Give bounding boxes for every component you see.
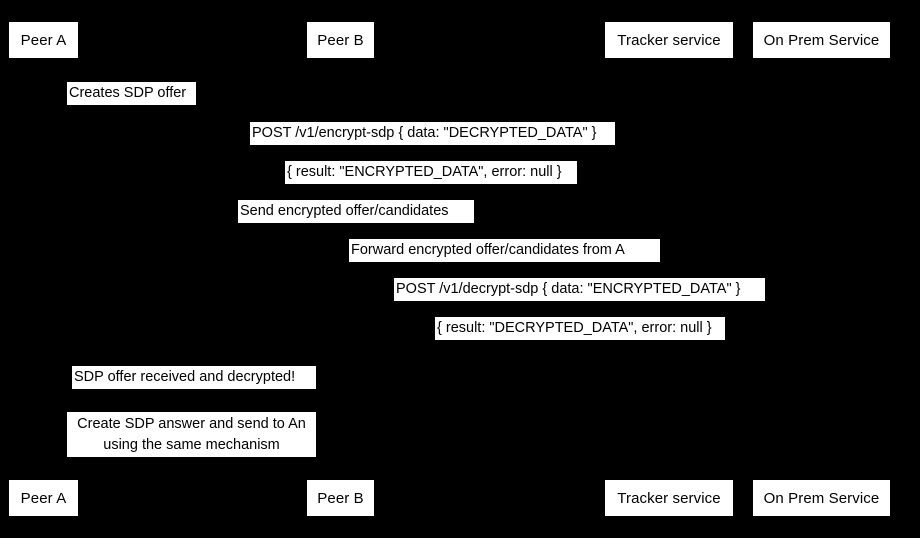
participant-box-on-prem-service-top[interactable]: On Prem Service [753, 22, 890, 58]
lifeline-on-prem-service [821, 58, 822, 480]
message-label-sdp-offer-received: SDP offer received and decrypted! [72, 366, 316, 389]
participant-box-on-prem-service-bottom[interactable]: On Prem Service [753, 480, 890, 516]
message-text-line-1: Create SDP answer and send to An [77, 416, 306, 432]
participant-label: Tracker service [617, 31, 721, 49]
message-text: { result: "DECRYPTED_DATA", error: null … [437, 320, 712, 336]
participant-box-tracker-service-top[interactable]: Tracker service [605, 22, 733, 58]
message-text: Send encrypted offer/candidates [240, 203, 449, 219]
message-label-forward-encrypted-offer: Forward encrypted offer/candidates from … [349, 239, 660, 262]
message-text: SDP offer received and decrypted! [74, 369, 296, 385]
lifeline-peer-b [340, 58, 341, 480]
participant-label: Tracker service [617, 489, 721, 507]
participant-label: Peer A [20, 31, 67, 49]
message-text-line-2: using the same mechanism [103, 437, 280, 453]
message-label-decrypt-sdp-result: { result: "DECRYPTED_DATA", error: null … [435, 317, 725, 340]
participant-box-peer-a-top[interactable]: Peer A [9, 22, 78, 58]
message-text: Creates SDP offer [69, 85, 187, 101]
participant-box-tracker-service-bottom[interactable]: Tracker service [605, 480, 733, 516]
message-label-create-sdp-answer: Create SDP answer and send to An using t… [67, 412, 316, 457]
lifeline-peer-a [43, 58, 44, 480]
participant-box-peer-b-top[interactable]: Peer B [307, 22, 374, 58]
participant-label: Peer B [317, 31, 364, 49]
message-label-post-encrypt-sdp: POST /v1/encrypt-sdp { data: "DECRYPTED_… [250, 122, 615, 145]
message-label-creates-sdp-offer: Creates SDP offer [67, 82, 196, 105]
participant-label: Peer B [317, 489, 364, 507]
message-text: { result: "ENCRYPTED_DATA", error: null … [287, 164, 562, 180]
participant-label: On Prem Service [763, 31, 880, 49]
message-label-post-decrypt-sdp: POST /v1/decrypt-sdp { data: "ENCRYPTED_… [394, 278, 765, 301]
lifeline-tracker-service [669, 58, 670, 480]
message-label-send-encrypted-offer: Send encrypted offer/candidates [238, 200, 474, 223]
message-arrow-1 [43, 82, 68, 106]
participant-label: On Prem Service [763, 489, 880, 507]
participant-box-peer-b-bottom[interactable]: Peer B [307, 480, 374, 516]
participant-label: Peer A [20, 489, 67, 507]
message-arrow-8 [340, 366, 365, 390]
message-text: POST /v1/decrypt-sdp { data: "ENCRYPTED_… [396, 281, 741, 297]
message-label-encrypt-sdp-result: { result: "ENCRYPTED_DATA", error: null … [285, 161, 577, 184]
participant-box-peer-a-bottom[interactable]: Peer A [9, 480, 78, 516]
message-text: Forward encrypted offer/candidates from … [351, 242, 625, 258]
message-text: POST /v1/encrypt-sdp { data: "DECRYPTED_… [252, 125, 597, 141]
